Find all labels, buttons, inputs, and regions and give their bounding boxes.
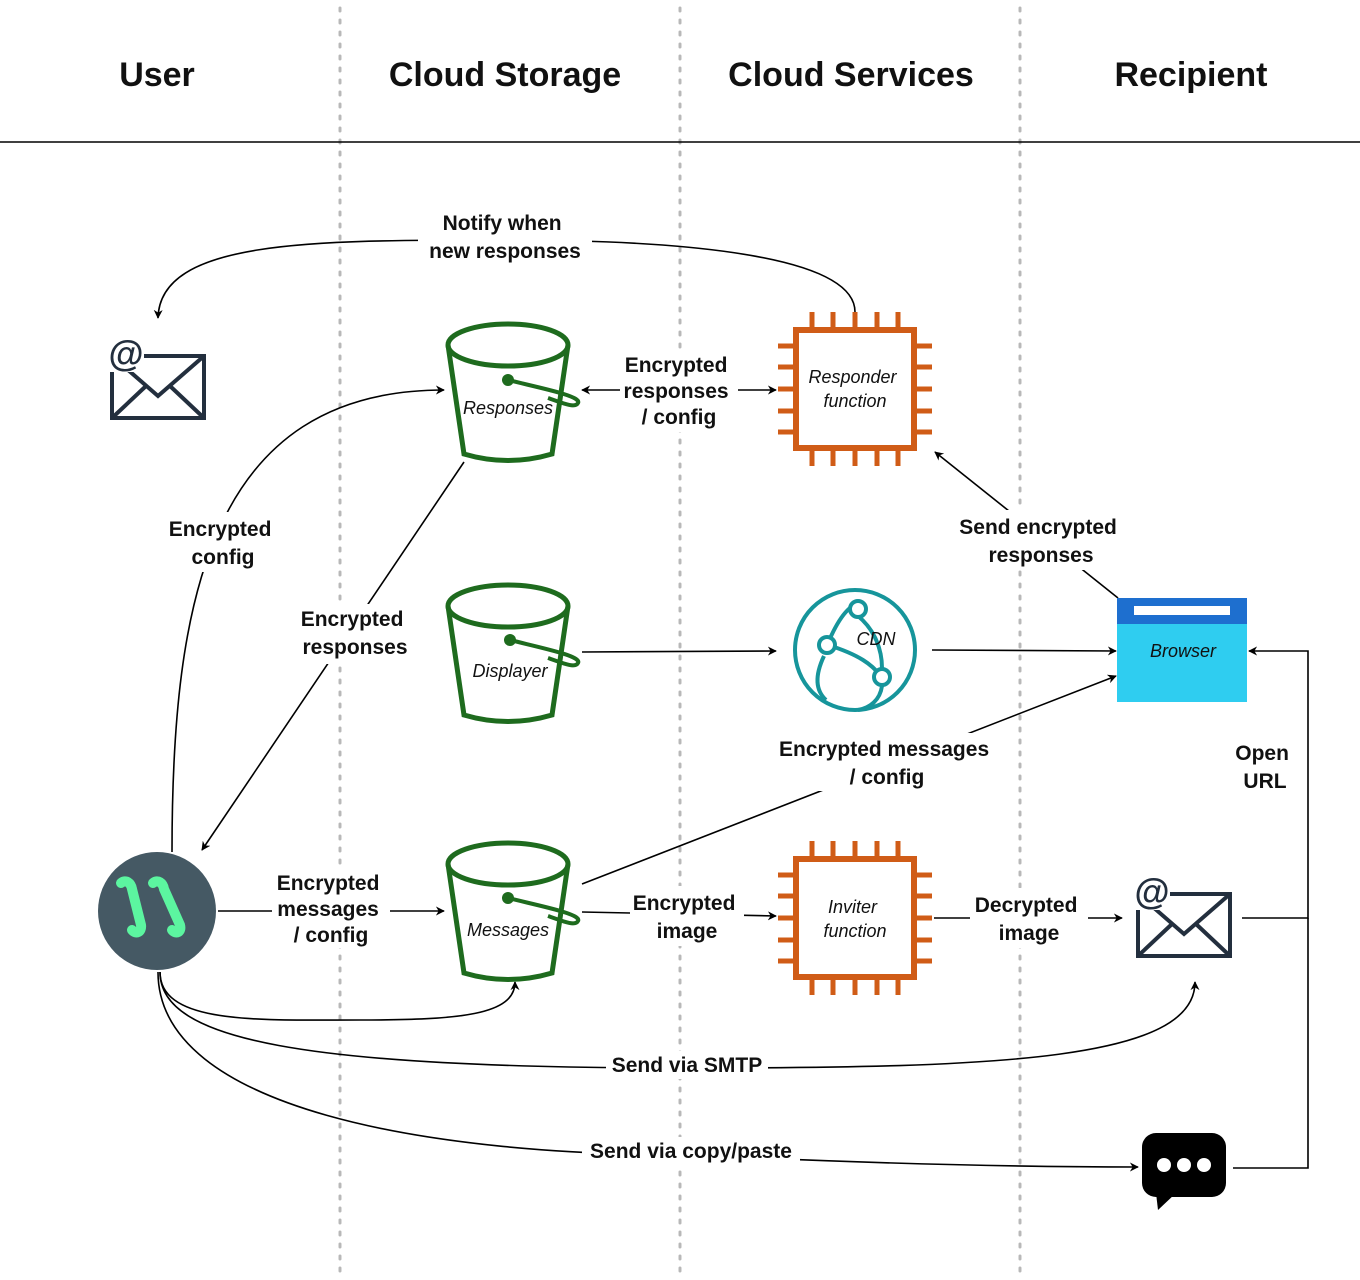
chat-bubble-icon: [1142, 1133, 1226, 1210]
app-logo: [98, 852, 216, 970]
inviter-function-label: Inviter function: [823, 897, 886, 941]
label-send-copy-paste: Send via copy/paste: [590, 1140, 792, 1163]
edge-chat-url: [1233, 918, 1309, 1169]
lane-title-recipient: Recipient: [1114, 56, 1267, 94]
edge-labels: Notify when new responses Encrypted conf…: [164, 205, 1298, 1165]
browser-icon: Browser: [1117, 598, 1247, 702]
messages-bucket-icon: Messages: [445, 840, 581, 982]
label-send-smtp: Send via SMTP: [612, 1054, 763, 1077]
label-decrypted-image: Decrypted image: [975, 894, 1084, 945]
label-encrypted-responses-config: Encrypted responses / config: [624, 354, 735, 429]
displayer-bucket-label: Displayer: [472, 661, 548, 681]
responder-function-label: Responder function: [808, 367, 901, 411]
responses-bucket-label: Responses: [463, 398, 553, 418]
lane-title-user: User: [119, 56, 195, 94]
lane-title-cloud-storage: Cloud Storage: [389, 56, 621, 94]
edge-open-url: [1242, 646, 1309, 919]
browser-label: Browser: [1150, 641, 1217, 661]
displayer-bucket-icon: Displayer: [445, 582, 581, 724]
edge-cdn-browser: [931, 646, 1117, 656]
label-encrypted-responses: Encrypted responses: [301, 608, 410, 659]
inviter-function-icon: Inviter function: [778, 841, 932, 995]
responder-function-icon: Responder function: [778, 312, 932, 466]
label-encrypted-image: Encrypted image: [633, 892, 742, 943]
label-encrypted-messages-config-user: Encrypted messages / config: [277, 872, 386, 947]
label-encrypted-config: Encrypted config: [169, 518, 278, 569]
recipient-email-icon: @: [1134, 871, 1232, 958]
user-email-icon: @: [108, 333, 206, 420]
cdn-icon: [793, 588, 917, 712]
edge-app-messages-loop: [159, 971, 520, 1021]
lane-title-cloud-services: Cloud Services: [728, 56, 974, 94]
label-notify: Notify when new responses: [429, 212, 581, 263]
responses-bucket-icon: Responses: [445, 321, 581, 463]
svg-text:@: @: [108, 333, 143, 374]
label-send-encrypted-responses: Send encrypted responses: [959, 516, 1122, 567]
edge-displayer-cdn: [581, 646, 777, 656]
messages-bucket-label: Messages: [467, 920, 549, 940]
svg-text:@: @: [1134, 871, 1169, 912]
label-open-url: Open URL: [1235, 742, 1295, 793]
label-encrypted-messages-config-browser: Encrypted messages / config: [779, 738, 995, 789]
cdn-label: CDN: [857, 629, 897, 649]
